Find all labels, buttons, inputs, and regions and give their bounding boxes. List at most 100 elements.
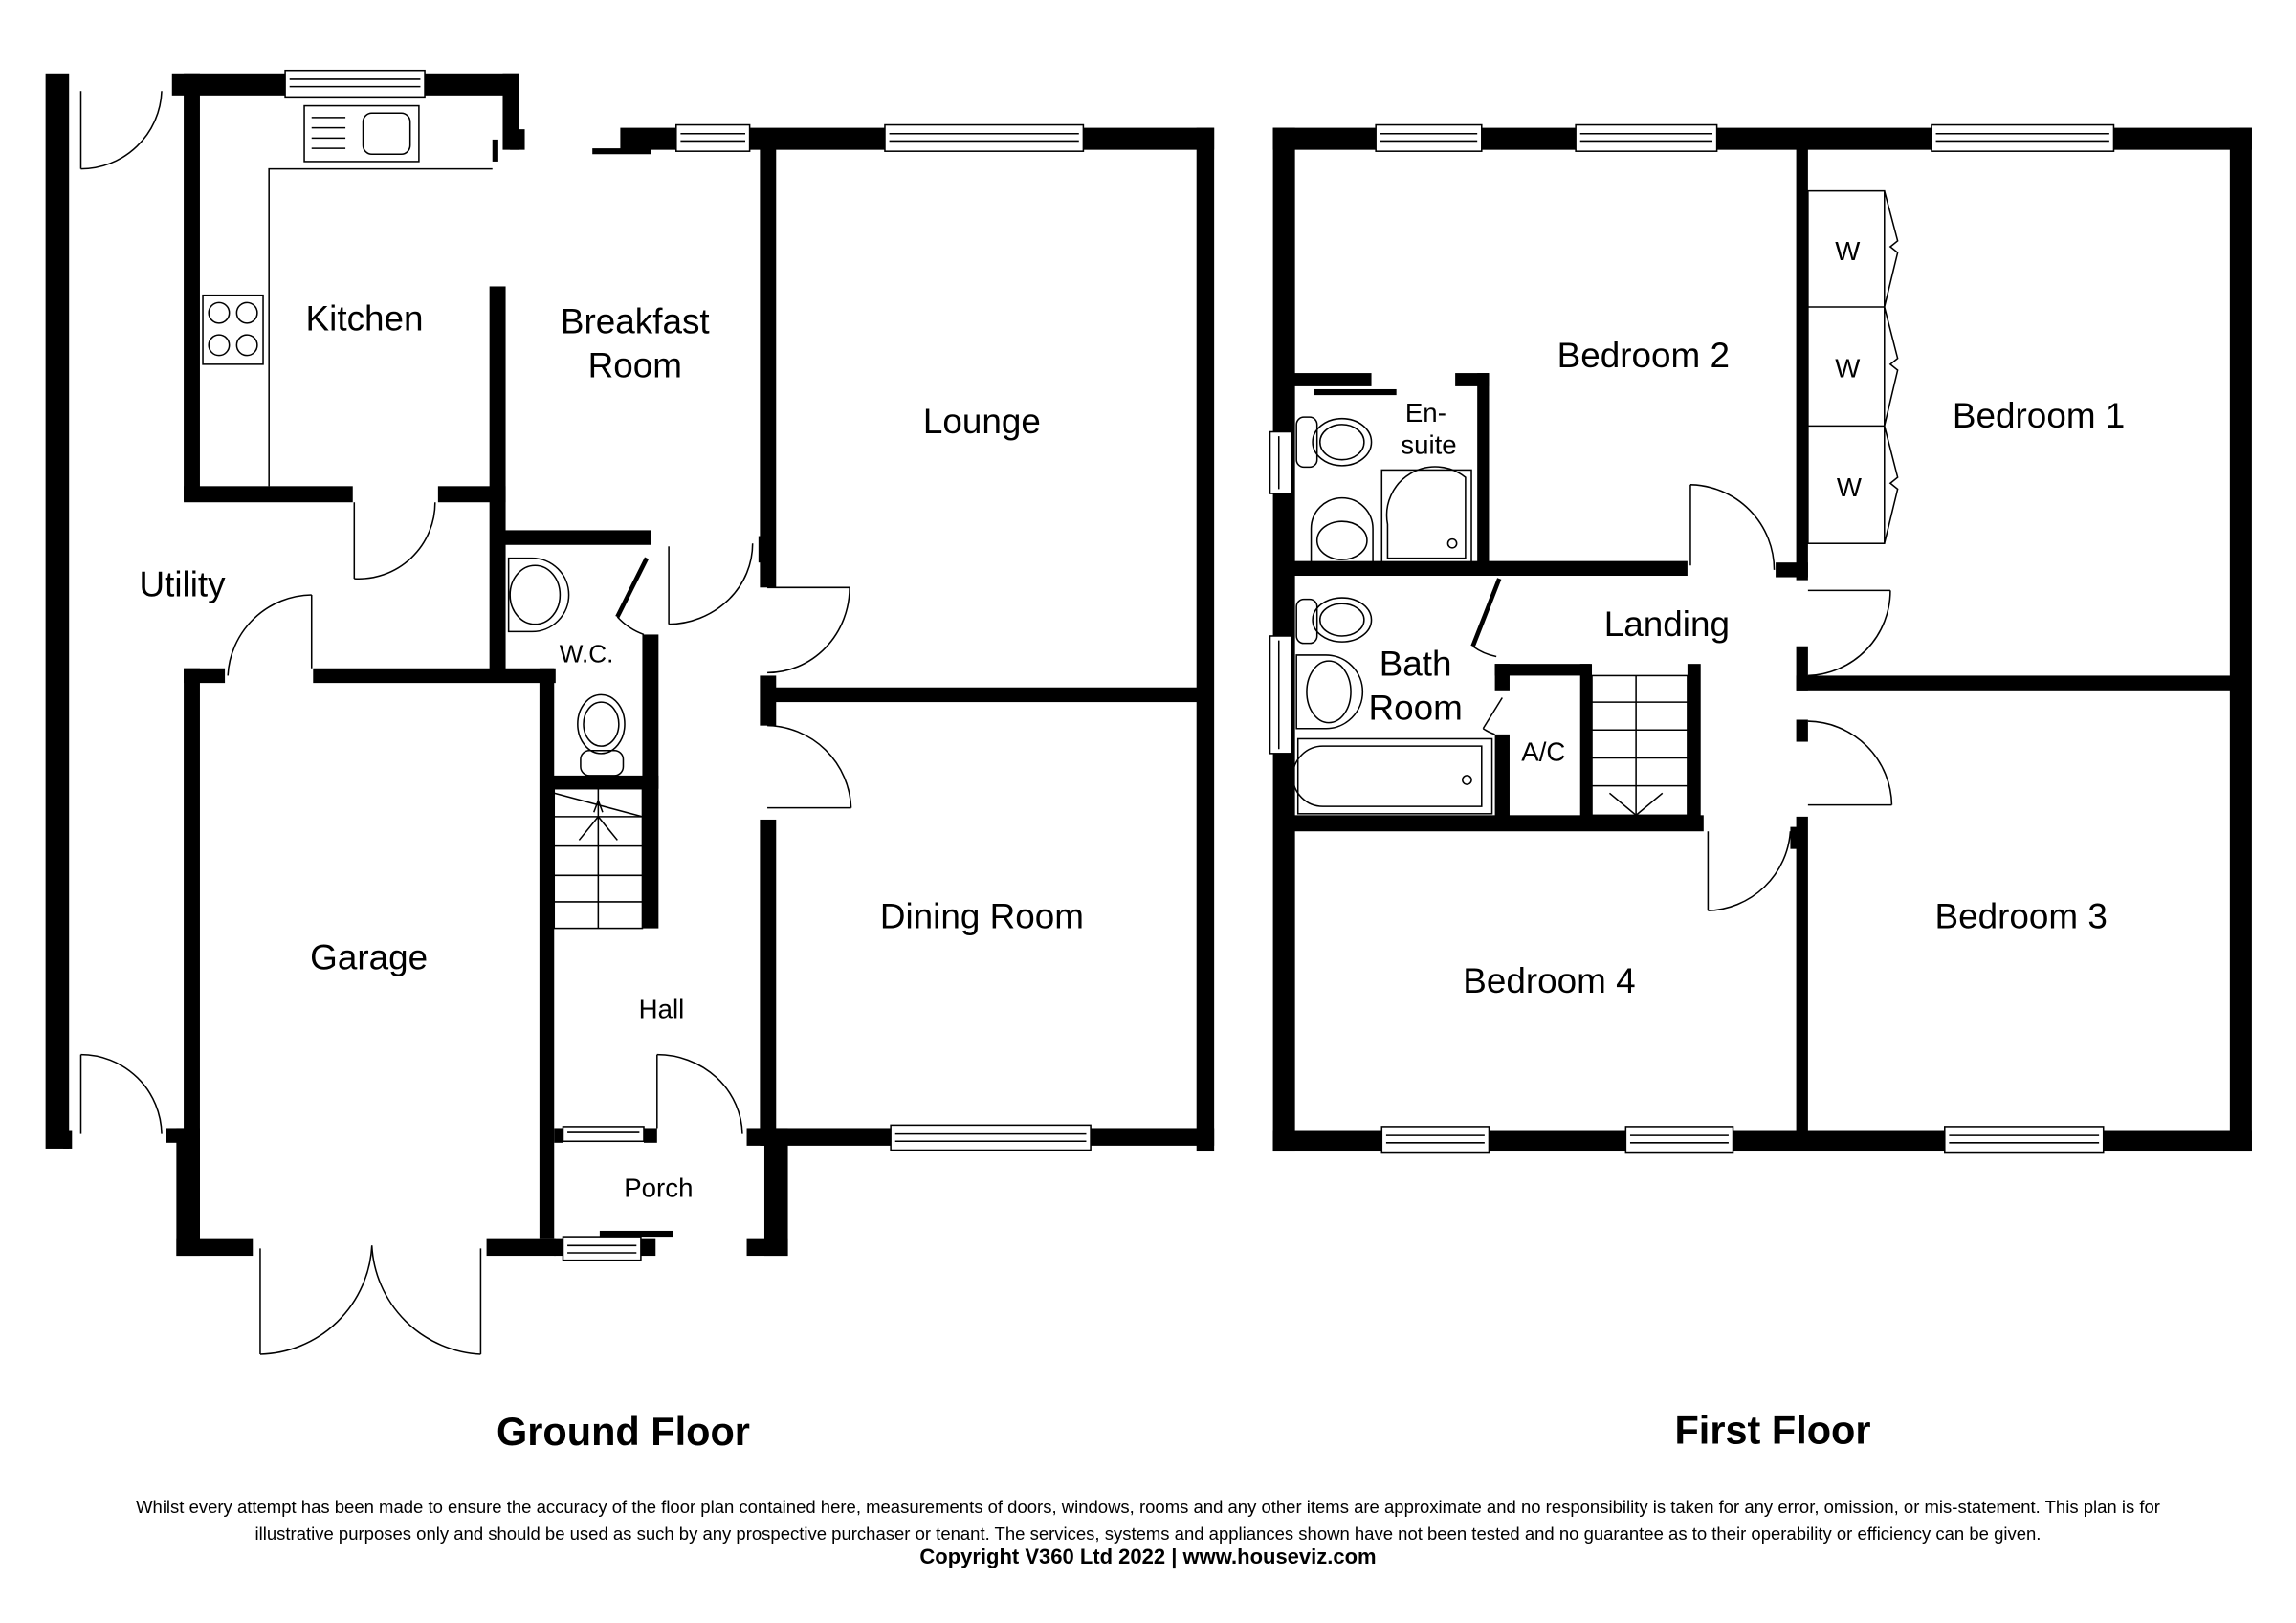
wall — [313, 668, 556, 684]
first-floor-plan: W W W — [1269, 123, 2252, 1453]
wall — [45, 73, 70, 1149]
disclaimer: Whilst every attempt has been made to en… — [0, 1494, 2296, 1547]
room-label-bedroom-2: Bedroom 2 — [1557, 336, 1730, 375]
wall — [1283, 815, 1704, 832]
room-label-landing: Landing — [1604, 604, 1730, 644]
wall — [1796, 646, 1808, 691]
wall — [1494, 664, 1591, 676]
worktop — [268, 167, 493, 487]
wall — [1196, 127, 1215, 1152]
room-label-bedroom-3: Bedroom 3 — [1934, 897, 2107, 936]
room-label-bathroom-2: Room — [1368, 689, 1462, 728]
window — [890, 1124, 1092, 1151]
wardrobes: W W W — [1807, 189, 1899, 544]
room-label-ensuite: En- — [1405, 398, 1446, 428]
room-label-utility: Utility — [139, 565, 226, 604]
wall — [592, 148, 651, 155]
wall — [184, 668, 200, 1241]
room-label-bedroom-1: Bedroom 1 — [1953, 396, 2125, 435]
toilet-icon — [1295, 416, 1373, 469]
wardrobe-label: W — [1837, 472, 1862, 502]
copyright: Copyright V360 Ltd 2022 | www.houseviz.c… — [919, 1545, 1377, 1568]
window — [562, 1126, 645, 1143]
room-label-lounge: Lounge — [923, 402, 1041, 441]
wall — [1796, 139, 1808, 581]
wall — [760, 139, 777, 588]
window — [1624, 1126, 1734, 1154]
window — [884, 123, 1085, 152]
room-label-kitchen: Kitchen — [306, 299, 424, 339]
door-icon — [615, 557, 650, 636]
wardrobe-label: W — [1835, 354, 1860, 384]
window — [1931, 123, 2115, 152]
wall — [1579, 664, 1593, 823]
door-icon — [353, 502, 436, 580]
room-label-wc: W.C. — [560, 640, 614, 669]
bath-icon — [1292, 737, 1493, 815]
room-label-bathroom: Bath — [1380, 644, 1452, 683]
window — [562, 1236, 642, 1261]
front-door-icon — [656, 1053, 743, 1134]
wall — [176, 1238, 254, 1257]
wall — [1314, 388, 1397, 396]
wall — [63, 1130, 73, 1149]
door-icon — [1689, 484, 1776, 570]
room-label-bedroom-4: Bedroom 4 — [1463, 961, 1635, 1000]
wall — [2229, 127, 2252, 1152]
hob-icon — [202, 294, 264, 365]
wall — [492, 530, 651, 545]
window — [1380, 1126, 1490, 1154]
door-icon — [1707, 831, 1792, 911]
staircase — [1591, 664, 1701, 830]
wall — [1494, 734, 1510, 823]
basin-icon — [1295, 654, 1364, 730]
wall — [768, 687, 1199, 703]
wardrobe-label: W — [1835, 236, 1860, 266]
wall — [510, 129, 525, 150]
wall — [746, 1238, 788, 1257]
door-icon — [767, 586, 850, 674]
wall — [554, 1128, 563, 1143]
wall — [760, 819, 777, 1146]
toilet-icon — [1295, 597, 1373, 645]
disclaimer-line-1: Whilst every attempt has been made to en… — [136, 1497, 2160, 1517]
basin-icon — [507, 557, 570, 633]
wall — [758, 536, 768, 563]
door-icon — [1470, 578, 1502, 658]
wall — [1687, 664, 1701, 830]
window — [1269, 635, 1293, 755]
basin-icon — [1310, 496, 1374, 563]
wall — [599, 1230, 673, 1238]
disclaimer-line-2: illustrative purposes only and should be… — [254, 1524, 2042, 1544]
wall — [176, 1128, 200, 1257]
room-label-airing-cupboard: A/C — [1521, 737, 1565, 767]
wall — [1790, 826, 1799, 849]
sink-icon — [303, 104, 420, 163]
door-icon — [767, 724, 852, 809]
wall — [1796, 719, 1808, 742]
wall — [184, 486, 353, 503]
room-label-porch: Porch — [624, 1173, 693, 1203]
garage-double-door-icon — [259, 1245, 482, 1355]
window — [1269, 430, 1293, 494]
toilet-icon — [577, 693, 626, 777]
window — [675, 123, 751, 152]
staircase — [553, 787, 644, 930]
room-label-breakfast-room-2: Room — [588, 346, 682, 385]
wall — [492, 139, 498, 162]
door-icon — [227, 594, 313, 676]
wall — [643, 1128, 657, 1143]
room-label-breakfast-room: Breakfast — [561, 302, 710, 341]
window — [1575, 123, 1718, 152]
room-label-garage: Garage — [310, 938, 428, 977]
floor-title-ground: Ground Floor — [497, 1409, 750, 1454]
room-label-hall: Hall — [639, 994, 685, 1023]
room-label-dining-room: Dining Room — [880, 897, 1084, 936]
wall — [1796, 816, 1808, 1140]
wall — [486, 1238, 556, 1257]
shower-icon — [1380, 466, 1472, 563]
window — [1944, 1126, 2105, 1154]
wall — [1776, 562, 1808, 578]
wall — [1283, 373, 1372, 386]
